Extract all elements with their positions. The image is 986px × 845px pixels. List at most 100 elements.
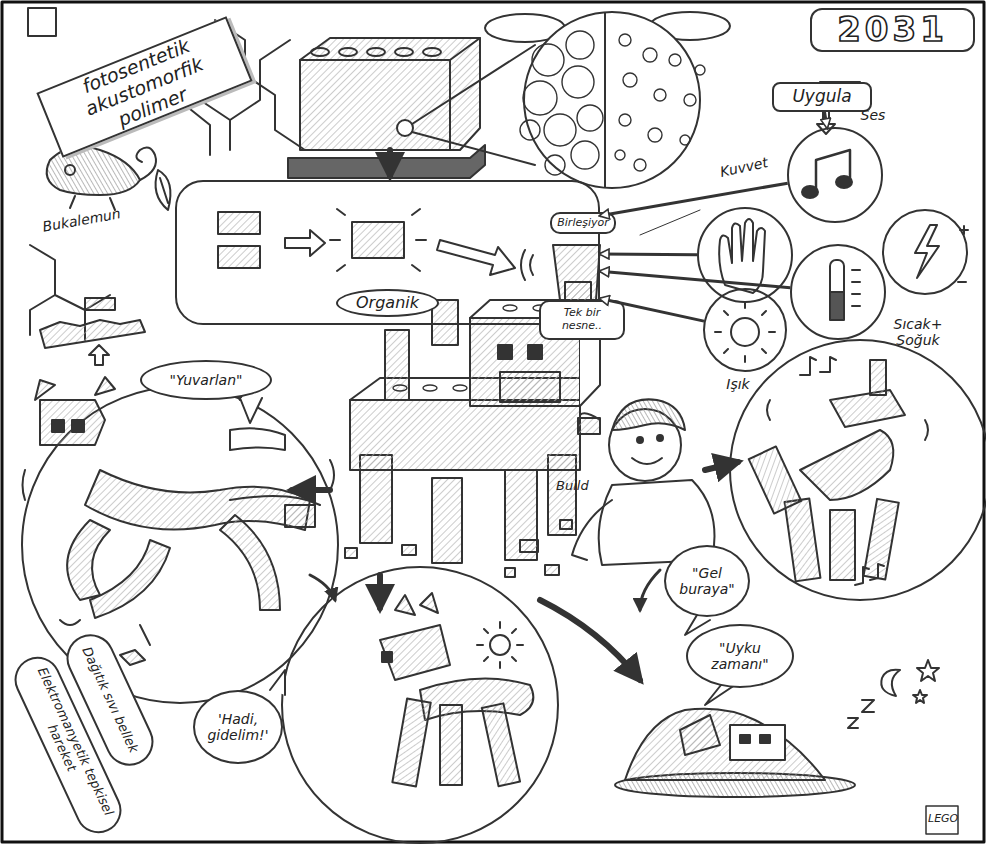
node-text: Sıcak+ Soğuk — [890, 316, 946, 348]
sketch-rect — [864, 499, 899, 580]
arrow-connector — [825, 112, 828, 128]
sketch-circle — [615, 150, 625, 160]
sketch-ellipse — [423, 385, 437, 391]
sketch-path — [288, 145, 485, 178]
sketch-rect — [578, 418, 600, 434]
sketch-path — [852, 270, 860, 306]
sketch-path — [680, 715, 720, 755]
stimulus-circle: Işık — [703, 288, 787, 372]
sketch-path — [800, 357, 836, 375]
node-text: Uygula — [792, 87, 851, 107]
sketch-line — [387, 150, 393, 176]
sketch-circle — [524, 12, 700, 188]
sketch-circle — [883, 210, 967, 294]
sketch-rect — [760, 735, 770, 743]
sketch-path — [848, 700, 874, 728]
text-label: Build — [556, 478, 589, 493]
sketch-circle — [566, 31, 594, 59]
sketch-path — [35, 377, 115, 400]
sketch-circle — [680, 135, 690, 145]
sketch-path — [300, 38, 480, 150]
text-label: Bukalemun — [41, 205, 122, 234]
arrow-connector — [600, 183, 788, 216]
sketch-path — [330, 209, 426, 271]
stimulus-circle: Ses — [787, 127, 883, 223]
node-text: fotosentetik akustomorfik polimer — [48, 23, 240, 152]
sketch-circle — [695, 65, 705, 75]
sketch-path — [715, 302, 775, 362]
stimulus-circle: Sıcak+ Soğuk — [790, 244, 886, 340]
sketch-ellipse — [453, 385, 467, 391]
sketch-rect — [520, 540, 538, 552]
sketch-circle — [545, 155, 565, 175]
sketch-line — [412, 132, 535, 165]
sketch-path — [767, 400, 928, 440]
sketch-path — [292, 487, 330, 493]
speech-bubble: Birleşiyor — [550, 212, 616, 234]
sketch-rect — [285, 505, 315, 527]
sketch-circle — [657, 435, 663, 441]
sketch-circle — [643, 48, 657, 62]
sketch-line — [604, 13, 606, 187]
speech-bubble: "Gel buraya" — [664, 545, 750, 617]
sketch-circle — [654, 89, 666, 101]
sketch-circle — [490, 635, 510, 655]
sketch-rect — [749, 446, 802, 513]
sketch-rect — [870, 360, 886, 395]
sketch-path — [220, 515, 280, 610]
sketch-path — [640, 570, 660, 610]
sketch-path — [572, 500, 612, 560]
speech-bubble: "Uyku zamanı" — [686, 624, 794, 688]
sketch-path — [377, 575, 383, 608]
sketch-path — [240, 398, 262, 423]
sketch-path — [23, 460, 335, 625]
node-text: Ses — [843, 107, 903, 123]
node-text: "Uyku zamanı" — [692, 640, 788, 672]
sketch-rect — [218, 212, 260, 234]
sketch-rect — [830, 260, 844, 320]
sketch-ellipse — [339, 48, 357, 56]
node-text: Işık — [713, 376, 763, 392]
node-text: "Yuvarlan" — [170, 372, 243, 388]
node-text: Tek bir nesne.. — [543, 307, 621, 332]
sketch-path — [310, 575, 335, 600]
node-text: "Gel buraya" — [670, 565, 744, 597]
sketch-rect — [440, 705, 462, 785]
sketch-path — [300, 38, 480, 150]
sketch-circle — [619, 114, 631, 126]
sketch-rect — [560, 520, 572, 529]
sketch-rect — [528, 345, 542, 359]
sketch-path — [958, 226, 968, 282]
arrow-connector — [600, 271, 790, 288]
sketch-circle — [623, 73, 637, 87]
sketch-rect — [72, 420, 84, 432]
sketch-path — [625, 709, 825, 780]
sketch-rect — [85, 298, 115, 310]
sketch-rect — [545, 565, 559, 575]
apply-box: Uygula — [772, 82, 872, 112]
sketch-circle — [571, 141, 599, 169]
sketch-path — [420, 679, 533, 720]
sketch-circle — [669, 54, 681, 66]
title-plate: fotosentetik akustomorfik polimer — [36, 16, 252, 158]
sketch-path — [380, 625, 450, 680]
sketch-path — [85, 470, 310, 530]
sketch-path — [230, 496, 320, 505]
sketch-path — [40, 400, 105, 445]
sketch-rect — [432, 478, 462, 563]
sketch-path — [881, 670, 900, 696]
sketch-ellipse — [503, 305, 517, 311]
sketch-path — [120, 625, 150, 665]
sketch-circle — [520, 120, 540, 140]
sketch-circle — [634, 159, 646, 171]
sketch-path — [917, 660, 939, 681]
sketch-path — [855, 564, 884, 585]
sketch-path — [705, 462, 738, 470]
sketch-path — [40, 320, 145, 348]
node-text: 'Hadi, gidelim!' — [199, 711, 277, 743]
sketch-path — [915, 225, 939, 278]
sketch-circle — [65, 165, 75, 175]
sketch-ellipse — [311, 48, 329, 56]
